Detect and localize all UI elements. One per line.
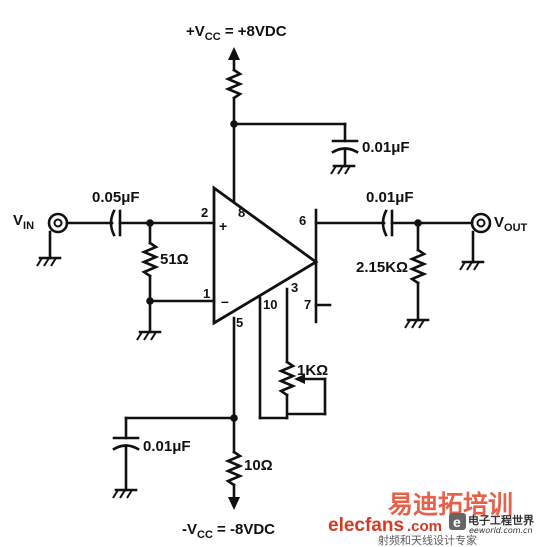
- pot-resistor: [277, 360, 297, 397]
- top-cap-ground-icon: [330, 164, 356, 175]
- output-cap-plate-1: [381, 209, 388, 237]
- input-cap-label: 0.05μF: [92, 189, 140, 206]
- vcc-negative-label: -VCC = -8VDC: [182, 521, 275, 541]
- non-inverting-sign: +: [219, 218, 227, 234]
- bottom-cap-ground-icon: [112, 488, 138, 499]
- vout-connector-outer: [470, 212, 492, 234]
- bottom-supply-branch: 0.01μF 10Ω: [112, 316, 273, 510]
- gain-adjust-network: 1KΩ: [258, 287, 328, 420]
- op-amp-symbol: [212, 185, 319, 326]
- load-resistor: [408, 248, 428, 285]
- input-ground-icon: [136, 330, 162, 341]
- load-resistor-label: 2.15KΩ: [356, 259, 408, 276]
- bottom-resistor-label: 10Ω: [244, 457, 273, 474]
- watermark: 易迪拓培训 elecfans .com e 电子工程世界 eeworld.com…: [328, 490, 534, 547]
- pot-label: 1KΩ: [297, 362, 328, 379]
- pot-wiper-arrow: [294, 374, 305, 384]
- svg-text:e: e: [453, 514, 461, 530]
- input-section: VIN 0.05μF 51Ω: [13, 189, 216, 341]
- pin-5-label: 5: [236, 315, 243, 330]
- top-supply-arrow: [228, 47, 240, 60]
- pin-1-label: 1: [203, 286, 210, 301]
- vin-connector-inner: [53, 218, 63, 228]
- bottom-cap-label: 0.01μF: [143, 438, 191, 455]
- top-supply-branch: 0.01μF: [224, 47, 410, 216]
- watermark-site: elecfans: [328, 515, 404, 536]
- watermark-logo-icon: e: [449, 513, 466, 530]
- input-cap-plate-1: [109, 209, 116, 237]
- vout-connector-inner: [476, 218, 486, 228]
- vcc-positive-label: +VCC = +8VDC: [186, 23, 287, 43]
- output-section: 0.01μF 2.15KΩ VOUT: [314, 189, 528, 329]
- pin-7-label: 7: [304, 297, 311, 312]
- watermark-cn-brand: 电子工程世界: [468, 513, 534, 527]
- vin-label: VIN: [13, 212, 34, 232]
- pin-2-label: 2: [201, 205, 208, 220]
- bottom-supply-resistor: [224, 450, 244, 487]
- input-resistor: [140, 241, 160, 278]
- vout-ground-icon: [459, 260, 485, 271]
- pin-8-label: 8: [238, 205, 245, 220]
- bottom-supply-arrow: [228, 497, 240, 510]
- top-supply-resistor: [224, 68, 244, 100]
- watermark-dotcom: .com: [407, 518, 442, 535]
- load-ground-icon: [404, 318, 430, 329]
- pin-10-label: 10: [263, 297, 277, 312]
- inverting-sign: –: [221, 293, 229, 309]
- vin-ground-icon: [36, 256, 62, 267]
- input-resistor-label: 51Ω: [160, 251, 189, 268]
- pin-6-label: 6: [299, 213, 306, 228]
- top-cap-label: 0.01μF: [362, 139, 410, 156]
- watermark-eeworld: eeworld.com.cn: [469, 526, 533, 535]
- watermark-cn-bottom: 射频和天线设计专家: [378, 533, 477, 547]
- pin-3-label: 3: [291, 280, 298, 295]
- vin-connector-outer: [47, 212, 69, 234]
- vout-label: VOUT: [494, 214, 528, 234]
- output-cap-label: 0.01μF: [366, 189, 414, 206]
